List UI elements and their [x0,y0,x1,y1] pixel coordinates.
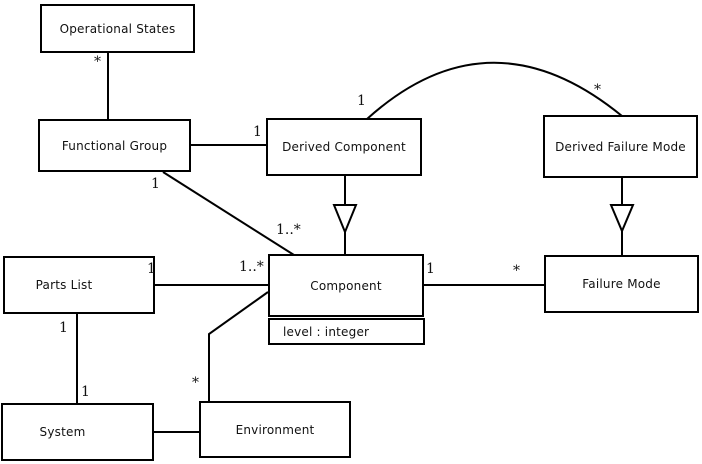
multiplicity-label: 1 [253,124,262,140]
class-box-system: System [1,403,154,461]
multiplicity-label: 1 [147,261,156,277]
class-name: Derived Component [282,140,406,154]
generalization-triangle-icon [332,204,358,235]
class-name: Failure Mode [582,277,661,291]
assoc-arc-derivedcomponent-derivedfailuremode [366,61,623,120]
class-name: Component [310,278,382,293]
multiplicity-label: * [94,54,101,70]
multiplicity-label: * [594,82,601,98]
multiplicity-label: 1..* [276,222,301,238]
class-box-derived-component: Derived Component [266,118,422,176]
class-box-operational-states: Operational States [40,4,195,53]
class-box-functional-group: Functional Group [38,119,191,172]
generalization-triangle-icon [609,204,635,234]
assoc-line-environment-component [208,291,269,402]
multiplicity-label: * [192,375,199,391]
attribute-row: level : integer [283,324,370,339]
class-name: Derived Failure Mode [555,139,686,154]
multiplicity-label: 1 [151,176,160,192]
multiplicity-label: * [513,263,520,279]
multiplicity-label: 1 [59,320,68,336]
class-name: Parts List [35,278,93,292]
class-box-derived-failure-mode: Derived Failure Mode [543,115,698,178]
class-box-environment: Environment [199,401,351,458]
class-name: Operational States [59,21,176,36]
multiplicity-label: 1 [357,93,366,109]
multiplicity-label: 1 [426,261,435,277]
class-name: Functional Group [61,138,168,153]
class-name: System [39,425,86,439]
class-box-component-name-compartment: Component [268,254,424,317]
class-box-failure-mode: Failure Mode [544,255,699,313]
class-box-component-attribute-compartment: level : integer [268,318,425,345]
class-name: Environment [235,422,315,437]
multiplicity-label: 1 [81,384,90,400]
assoc-line-functionalgroup-component [162,171,295,256]
class-box-parts-list: Parts List [3,256,155,314]
multiplicity-label: 1..* [239,259,264,275]
